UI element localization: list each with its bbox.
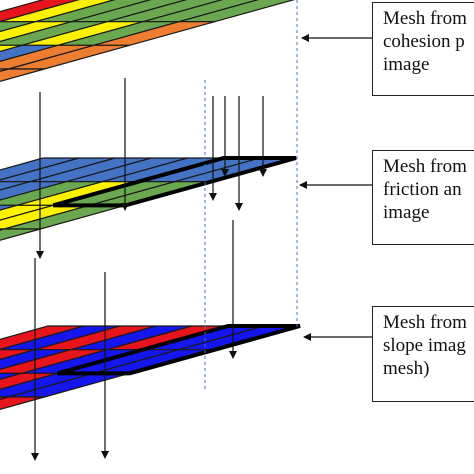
cohesion-label-line-2: cohesion p: [383, 31, 465, 52]
slope-label-line-3: mesh): [383, 358, 430, 379]
cohesion-label-box: Mesh from cohesion p image: [372, 2, 474, 96]
friction-mesh-cell-green: [0, 228, 41, 241]
slope-label-line-2: slope imag: [383, 335, 466, 356]
cohesion-mesh-cell-yellow: [0, 44, 23, 53]
slope-mesh-cell-red: [0, 396, 45, 410]
slope-label-line-1: Mesh from: [383, 312, 467, 333]
friction-label-line-3: image: [383, 202, 430, 223]
slope-mesh-cell-deep-blue: [0, 372, 22, 380]
cohesion-label-line-3: image: [383, 54, 430, 75]
slope-mesh-cell-red: [0, 372, 58, 390]
friction-label-box: Mesh from friction an image: [372, 150, 474, 245]
cohesion-mesh-cell-orange: [0, 68, 9, 72]
slope-mesh-layer: [0, 325, 301, 410]
slope-highlight-block: [57, 324, 301, 376]
friction-label-line-2: friction an: [383, 179, 462, 200]
slope-label-box: Mesh from slope imag mesh): [372, 306, 474, 402]
friction-label-line-1: Mesh from: [383, 156, 467, 177]
cohesion-mesh-layer: [0, 0, 296, 82]
cohesion-label-line-1: Mesh from: [383, 8, 467, 29]
connector-overlay: [31, 0, 372, 461]
friction-mesh-layer: [0, 157, 297, 241]
cohesion-mesh-cell-orange: [0, 68, 45, 82]
